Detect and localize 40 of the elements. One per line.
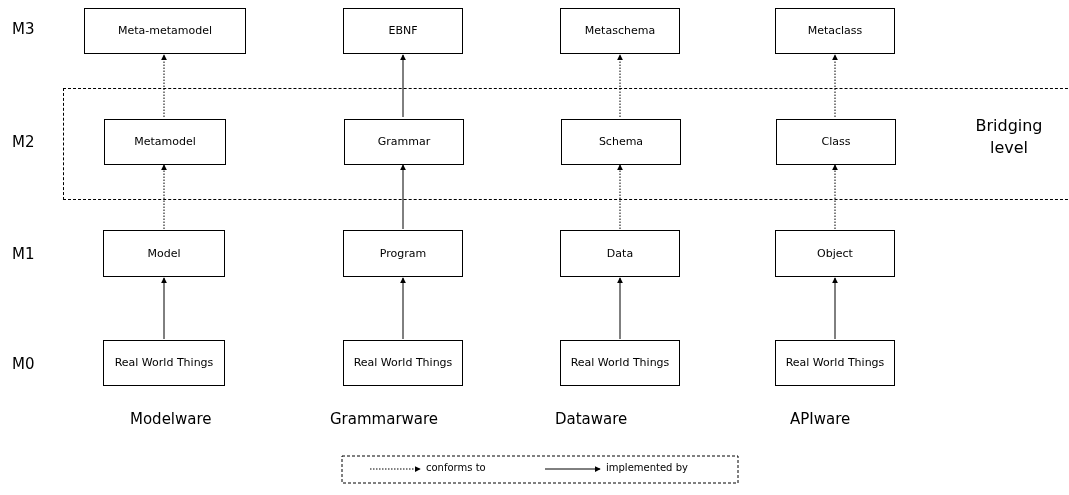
level-box: Real World Things bbox=[560, 340, 680, 386]
level-label: M3 bbox=[12, 20, 35, 38]
level-box: Meta-metamodel bbox=[84, 8, 246, 54]
level-box: Object bbox=[775, 230, 895, 277]
level-label: M0 bbox=[12, 355, 35, 373]
level-box: Real World Things bbox=[103, 340, 225, 386]
level-box: Program bbox=[343, 230, 463, 277]
level-box: Class bbox=[776, 119, 896, 165]
arrow bbox=[617, 164, 623, 230]
level-box: Metaclass bbox=[775, 8, 895, 54]
column-label: Grammarware bbox=[330, 410, 439, 428]
arrow bbox=[617, 54, 623, 118]
level-box: Model bbox=[103, 230, 225, 277]
legend-text: implemented by bbox=[606, 462, 688, 473]
arrow bbox=[832, 277, 838, 340]
arrow bbox=[400, 54, 406, 118]
level-box: EBNF bbox=[343, 8, 463, 54]
level-box: Grammar bbox=[344, 119, 464, 165]
arrow bbox=[617, 277, 623, 340]
level-box: Metamodel bbox=[104, 119, 226, 165]
column-label: Dataware bbox=[555, 410, 628, 428]
arrow bbox=[832, 164, 838, 230]
arrow bbox=[832, 54, 838, 118]
legend-text: conforms to bbox=[426, 462, 486, 473]
arrow bbox=[400, 164, 406, 230]
arrow bbox=[161, 277, 167, 340]
level-label: M2 bbox=[12, 133, 35, 151]
level-box: Real World Things bbox=[775, 340, 895, 386]
level-box: Real World Things bbox=[343, 340, 463, 386]
level-box: Data bbox=[560, 230, 680, 277]
column-label: Modelware bbox=[130, 410, 212, 428]
level-box: Schema bbox=[561, 119, 681, 165]
level-box: Metaschema bbox=[560, 8, 680, 54]
arrow bbox=[161, 54, 167, 118]
bridging-band bbox=[63, 88, 1069, 200]
arrow bbox=[400, 277, 406, 340]
arrow bbox=[161, 164, 167, 230]
band-title: Bridging level bbox=[974, 115, 1044, 159]
level-label: M1 bbox=[12, 245, 35, 263]
column-label: APIware bbox=[790, 410, 851, 428]
